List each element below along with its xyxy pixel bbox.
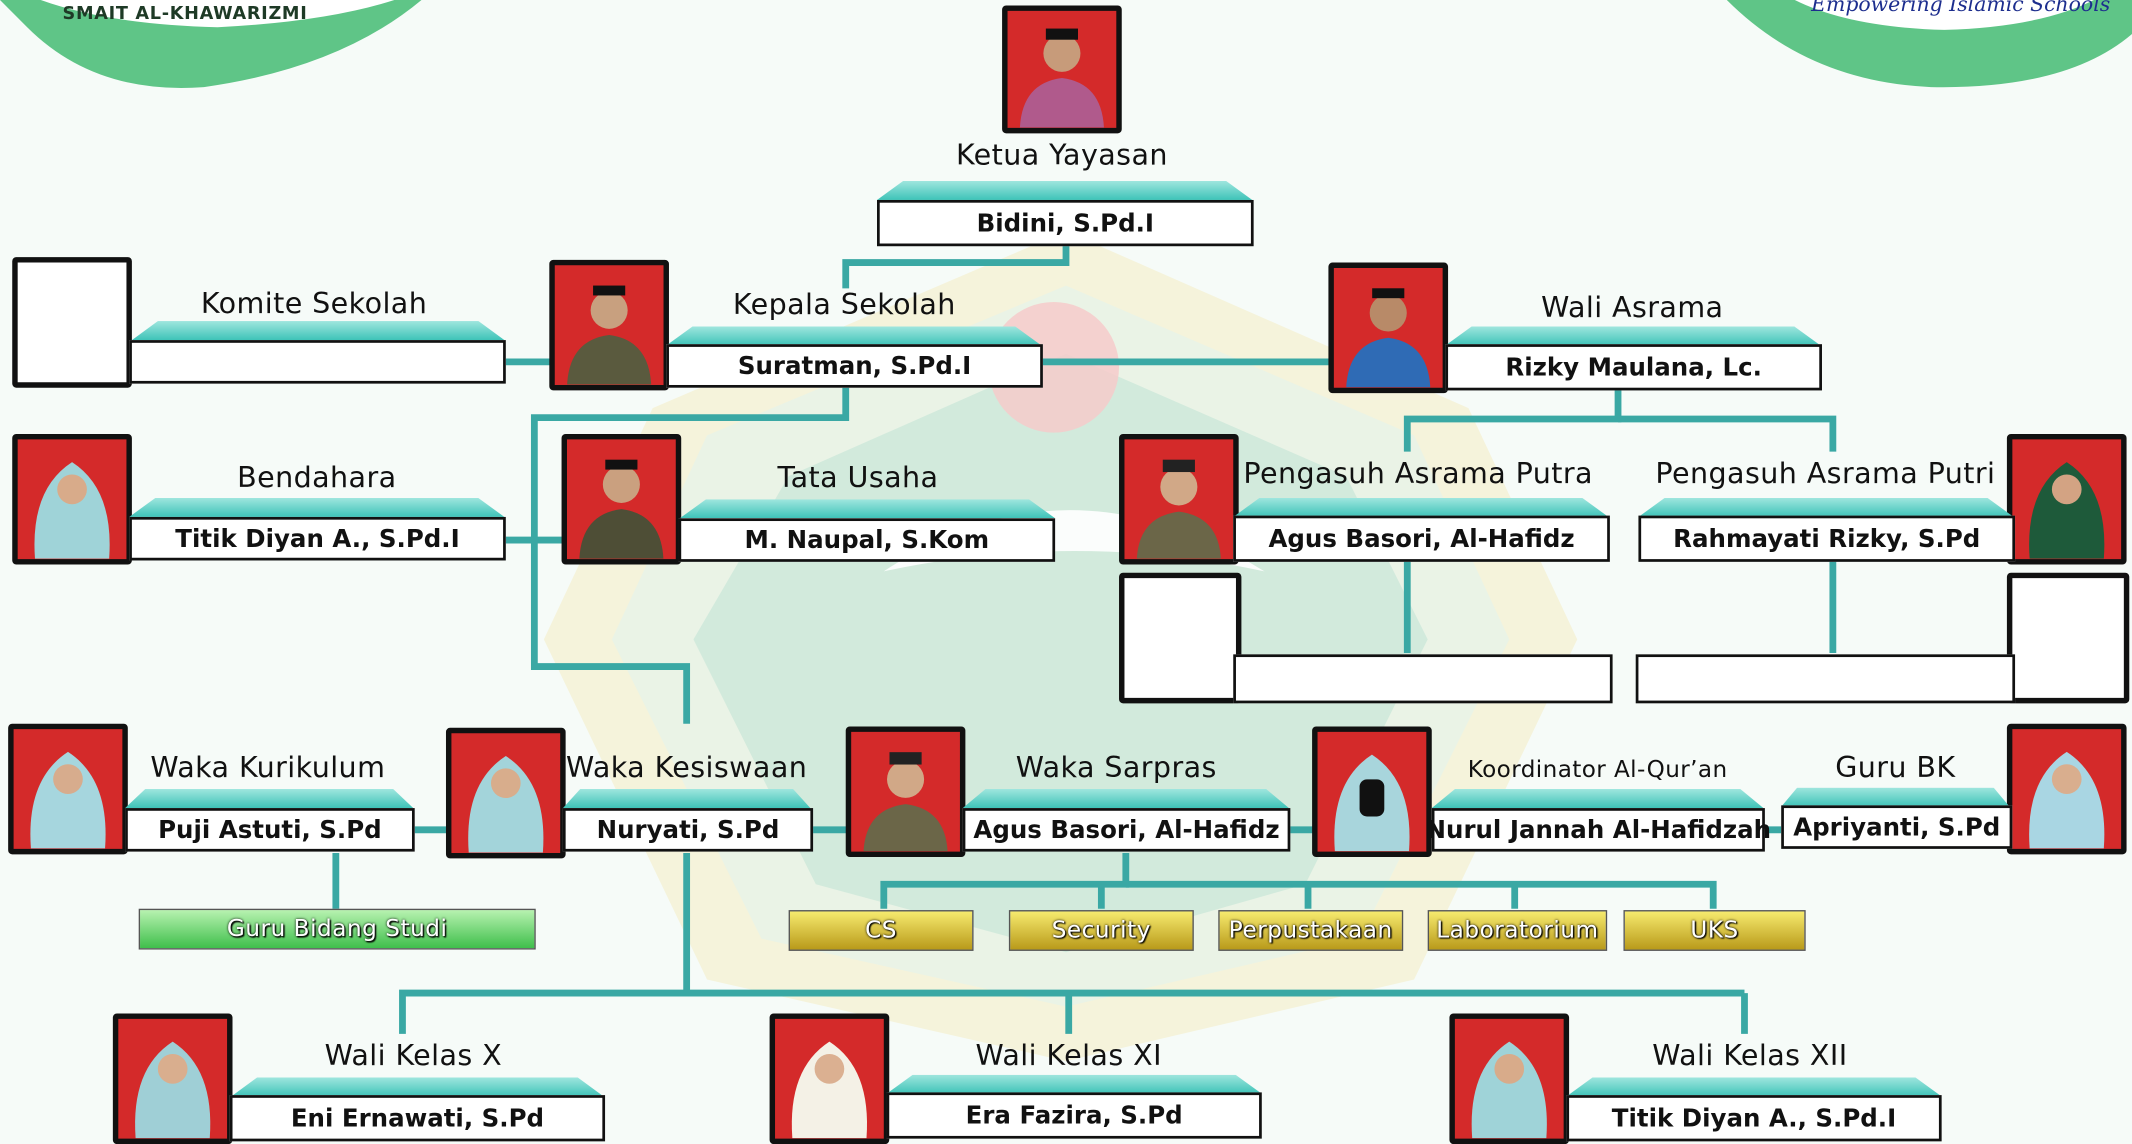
- uks-tag: UKS: [1623, 910, 1806, 951]
- person-icon: [863, 752, 948, 852]
- tata-usaha-photo: [561, 433, 682, 565]
- waka-kesiswaan-title: Waka Kesiswaan: [566, 750, 808, 784]
- koordinator-quran-name: Nurul Jannah Al-Hafidzah: [1426, 808, 1771, 852]
- person-icon: [468, 756, 544, 853]
- pengasuh-putra-staff-name: [1233, 654, 1613, 704]
- wali-asrama-title: Wali Asrama: [1541, 291, 1724, 324]
- waka-kurikulum-photo: [8, 723, 128, 855]
- wali-kelas-x-title: Wali Kelas X: [324, 1039, 503, 1072]
- ribbon: [962, 789, 1289, 809]
- ketua-yayasan-title: Ketua Yayasan: [955, 138, 1168, 172]
- wali-asrama-photo: [1328, 262, 1449, 394]
- person-icon: [1471, 1041, 1547, 1139]
- koordinator-quran-title: Koordinator Al-Qur’an: [1467, 756, 1728, 784]
- guru-bk-photo: [2006, 723, 2127, 855]
- waka-kesiswaan-photo: [445, 727, 566, 859]
- ribbon: [1233, 497, 1609, 517]
- ribbon: [1638, 497, 2014, 517]
- kepala-sekolah-photo: [549, 259, 669, 391]
- person-icon: [2029, 751, 2105, 849]
- person-icon: [30, 751, 106, 849]
- tagline-label: Empowering Islamic Schools: [1811, 0, 2111, 17]
- corner-decoration-left: [0, 0, 422, 88]
- ribbon: [1566, 1077, 1942, 1097]
- pengasuh-putra-staff-photo: [1119, 572, 1242, 704]
- kepala-sekolah-name: Suratman, S.Pd.I: [666, 344, 1043, 388]
- ketua-yayasan-name: Bidini, S.Pd.I: [877, 199, 1254, 247]
- person-icon: [791, 1041, 868, 1139]
- pengasuh-putri-staff-photo: [2006, 572, 2130, 704]
- ribbon: [129, 497, 505, 517]
- guru-bidang-studi-tag: Guru Bidang Studi: [138, 908, 536, 950]
- ribbon: [886, 1074, 1262, 1094]
- pengasuh-putra-photo: [1119, 433, 1239, 565]
- person-icon: [567, 285, 652, 385]
- person-icon: [1019, 28, 1104, 128]
- guru-bk-title: Guru BK: [1835, 750, 1956, 784]
- wali-kelas-x-photo: [112, 1013, 233, 1144]
- pengasuh-putri-photo: [2006, 433, 2127, 565]
- person-icon: [1334, 754, 1410, 852]
- kepala-sekolah-title: Kepala Sekolah: [732, 288, 956, 322]
- wali-kelas-xii-title: Wali Kelas XII: [1652, 1039, 1848, 1072]
- komite-sekolah-title: Komite Sekolah: [200, 287, 428, 320]
- bendahara-photo: [12, 433, 132, 565]
- waka-sarpras-title: Waka Sarpras: [1015, 750, 1217, 784]
- school-name-label: SMAIT AL-KHAWARIZMI: [62, 4, 308, 25]
- waka-kurikulum-name: Puji Astuti, S.Pd: [125, 808, 415, 852]
- waka-sarpras-name: Agus Basori, Al-Hafidz: [962, 808, 1291, 852]
- ribbon: [562, 789, 811, 809]
- koordinator-quran-photo: [1312, 726, 1432, 858]
- pengasuh-putri-title: Pengasuh Asrama Putri: [1655, 457, 1996, 490]
- pengasuh-putri-staff-name: [1635, 654, 2016, 704]
- pengasuh-putra-title: Pengasuh Asrama Putra: [1243, 457, 1593, 490]
- wali-kelas-xi-name: Era Fazira, S.Pd: [886, 1092, 1262, 1139]
- wali-kelas-xii-name: Titik Diyan A., S.Pd.I: [1566, 1095, 1942, 1142]
- ribbon: [125, 789, 414, 809]
- pengasuh-putra-name: Agus Basori, Al-Hafidz: [1233, 515, 1610, 562]
- laboratorium-tag: Laboratorium: [1427, 910, 1608, 951]
- ribbon: [679, 499, 1056, 519]
- wali-kelas-xi-photo: [769, 1013, 890, 1144]
- ribbon: [1431, 789, 1764, 809]
- person-icon: [579, 459, 664, 559]
- waka-kesiswaan-name: Nuryati, S.Pd: [562, 808, 814, 852]
- person-icon: [1346, 288, 1431, 388]
- ribbon: [231, 1077, 604, 1097]
- person-icon: [135, 1041, 211, 1139]
- person-icon: [2029, 462, 2105, 559]
- corner-decoration-right: [1726, 0, 2132, 88]
- ribbon: [1781, 787, 2010, 807]
- waka-kurikulum-title: Waka Kurikulum: [150, 750, 386, 784]
- guru-bk-name: Apriyanti, S.Pd: [1781, 805, 2013, 849]
- komite-sekolah-photo: [12, 257, 132, 388]
- person-icon: [34, 462, 110, 559]
- perpustakaan-tag: Perpustakaan: [1218, 910, 1404, 951]
- tata-usaha-title: Tata Usaha: [777, 461, 939, 494]
- bendahara-name: Titik Diyan A., S.Pd.I: [129, 516, 506, 561]
- wali-kelas-xii-photo: [1449, 1013, 1570, 1144]
- pengasuh-putri-name: Rahmayati Rizky, S.Pd: [1638, 515, 2016, 562]
- ribbon: [1445, 326, 1821, 346]
- cs-tag: CS: [788, 910, 974, 951]
- security-tag: Security: [1008, 910, 1194, 951]
- bendahara-title: Bendahara: [237, 461, 397, 494]
- wali-asrama-name: Rizky Maulana, Lc.: [1445, 344, 1822, 391]
- ribbon: [877, 180, 1253, 200]
- tata-usaha-name: M. Naupal, S.Kom: [678, 518, 1056, 562]
- waka-sarpras-photo: [845, 726, 966, 858]
- ribbon: [666, 326, 1042, 346]
- wali-kelas-x-name: Eni Ernawati, S.Pd: [229, 1095, 606, 1142]
- wali-kelas-xi-title: Wali Kelas XI: [975, 1039, 1162, 1072]
- ketua-yayasan-photo: [1002, 5, 1122, 134]
- person-icon: [1136, 459, 1221, 559]
- ribbon: [131, 321, 505, 341]
- komite-sekolah-name: [129, 340, 506, 384]
